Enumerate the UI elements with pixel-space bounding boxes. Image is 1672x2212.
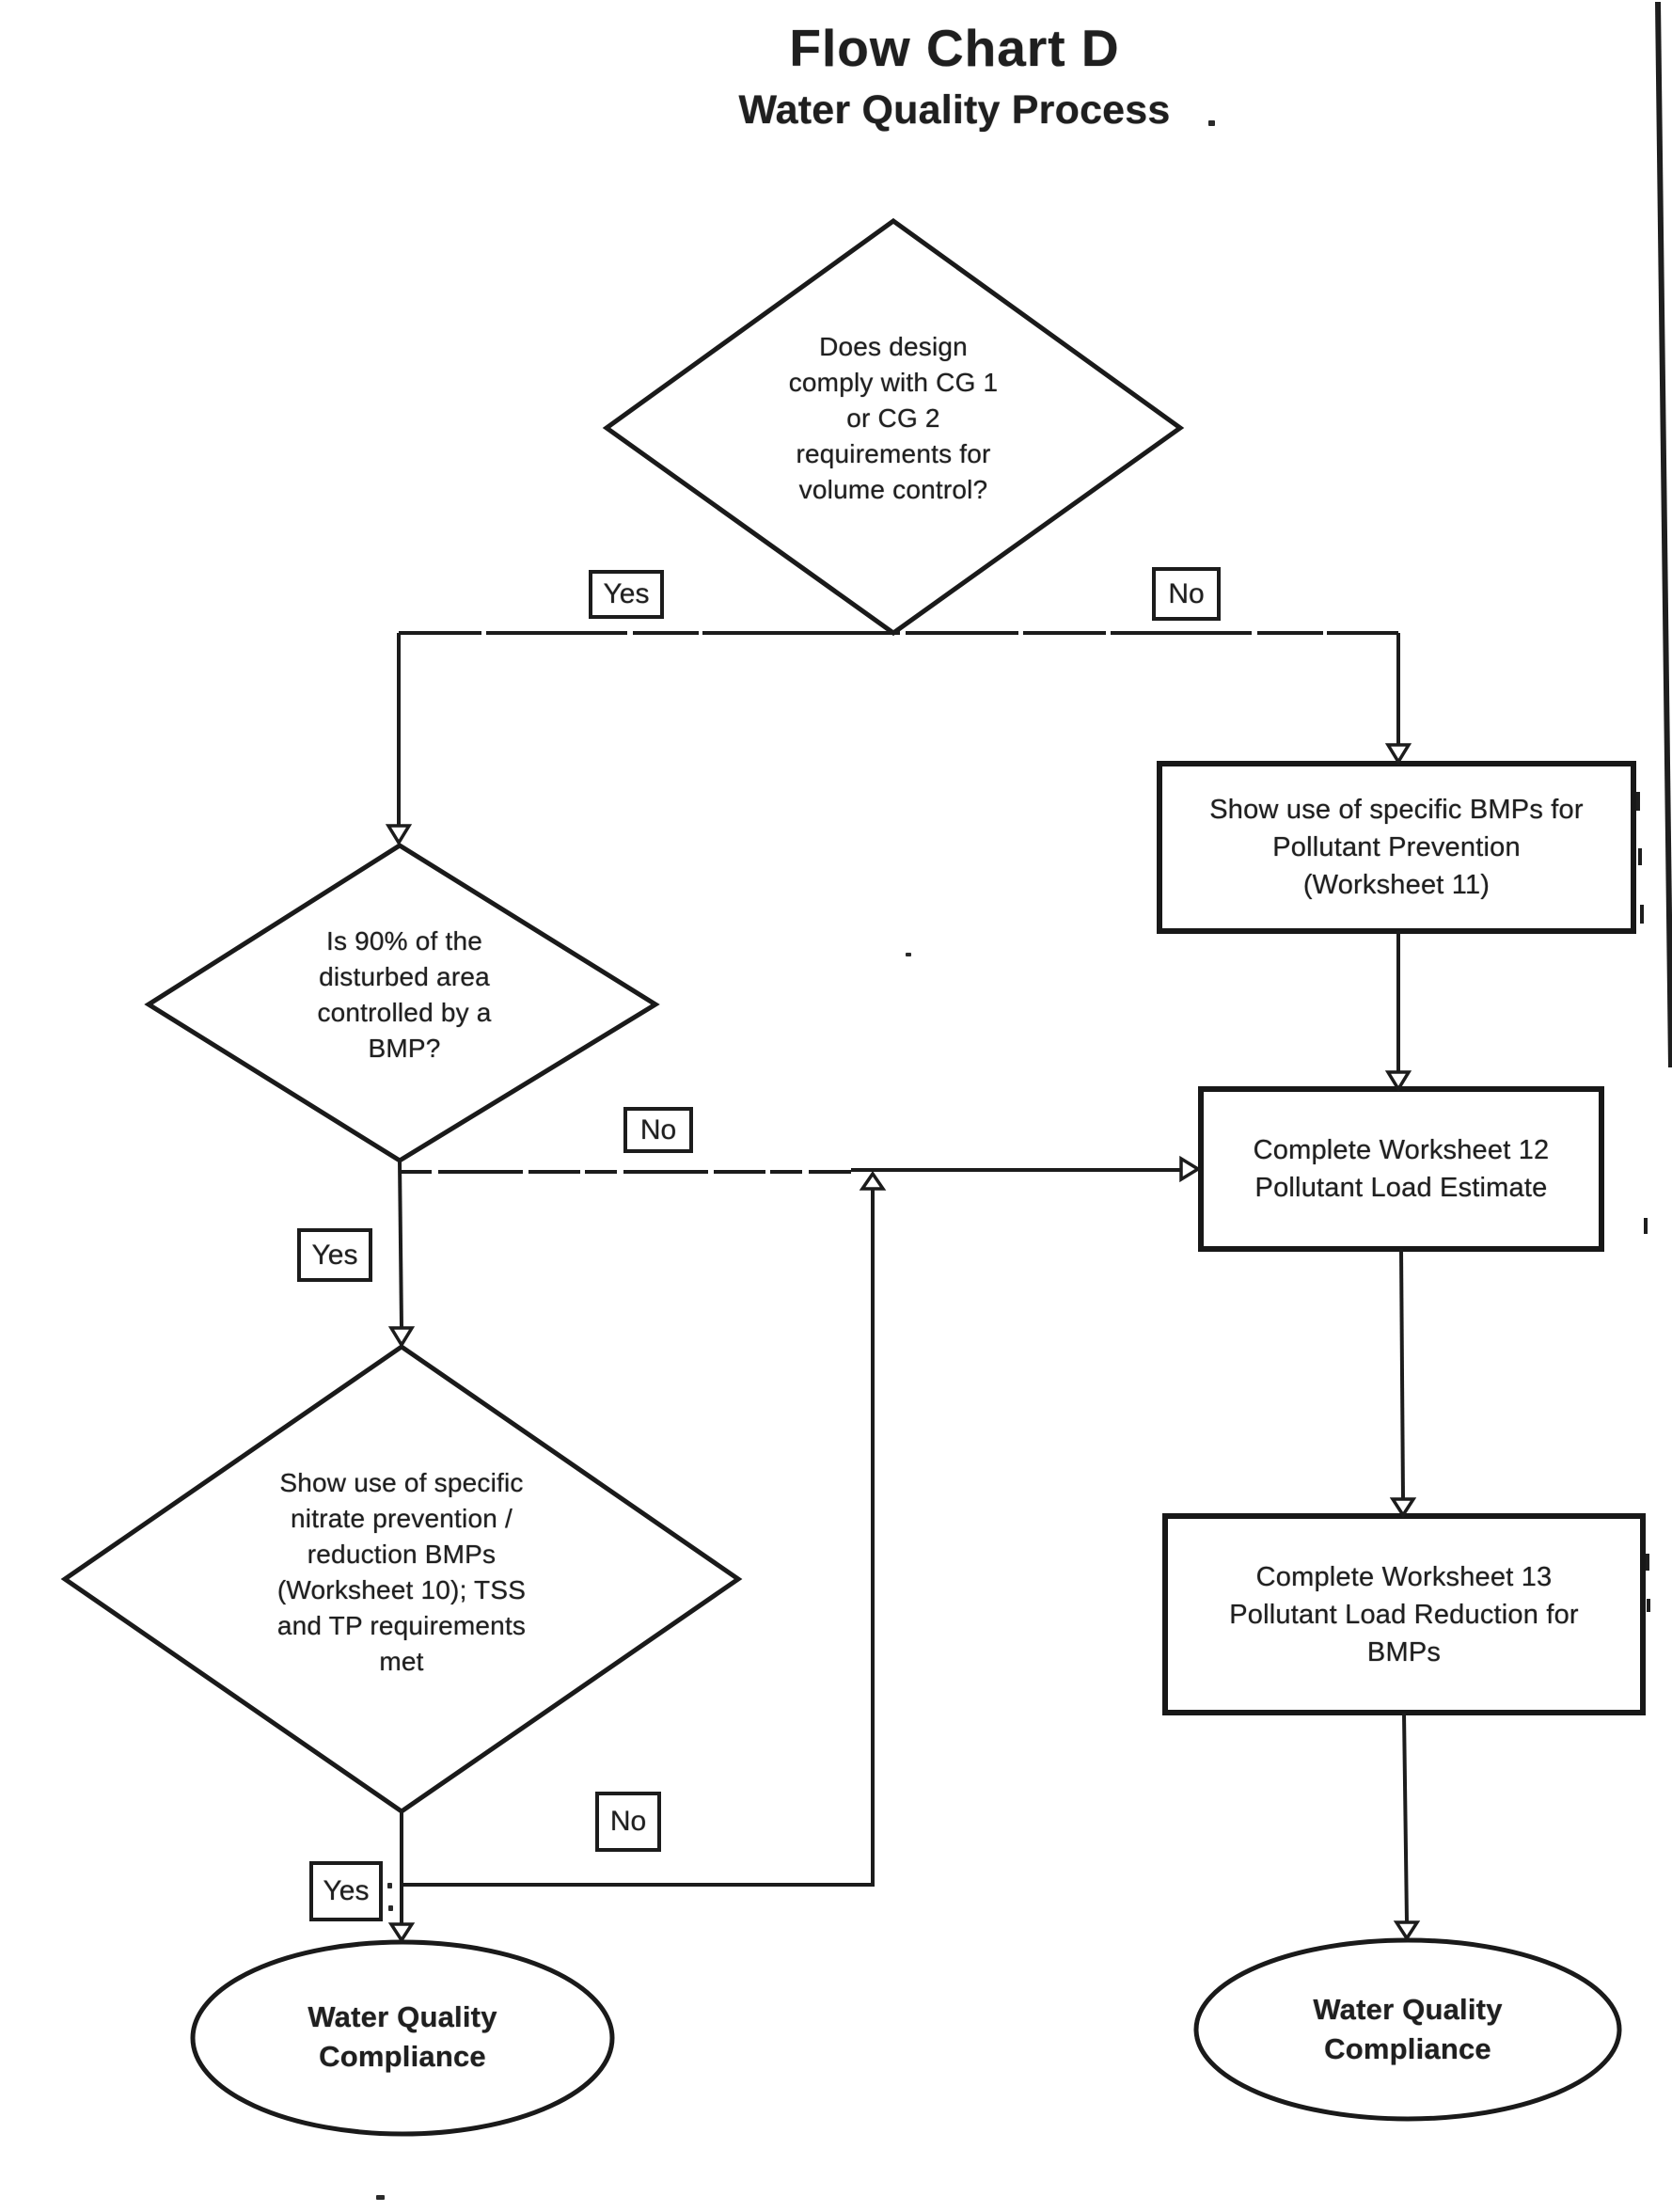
arrowhead-into-b2 (1384, 1070, 1412, 1093)
box-worksheet-13-line: Complete Worksheet 13 (1255, 1562, 1553, 1592)
decision-volume-control-text: Does design comply with CG 1 or CG 2 req… (696, 329, 1091, 508)
box-worksheet-11-line: Show use of specific BMPs for (1209, 795, 1584, 825)
compliance-right-line: Water Quality (1313, 1993, 1503, 2026)
connectors (397, 631, 1409, 1924)
scan-border-line (1655, 1, 1672, 1068)
arrowhead-into-e2 (1393, 1920, 1421, 1942)
scan-speck (376, 2195, 385, 2200)
page-title: Flow Chart D (789, 19, 1120, 77)
decision-volume-control-line: volume control? (798, 475, 988, 504)
compliance-left-line: Water Quality (308, 2000, 497, 2033)
label-d1-no: No (1152, 567, 1221, 621)
box-worksheet-11-line: (Worksheet 11) (1302, 870, 1491, 900)
compliance-left-line: Compliance (319, 2040, 486, 2073)
decision-90-percent-text: Is 90% of the disturbed area controlled … (226, 924, 583, 1066)
edge-d3-no-loop (402, 1189, 875, 1887)
ellipse-compliance-right (1193, 1937, 1622, 2122)
edge-b2-to-b3 (1399, 1248, 1405, 1500)
box-worksheet-13-text: Complete Worksheet 13 Pollutant Load Red… (1175, 1558, 1633, 1671)
arrowhead-into-b2-left (1179, 1155, 1202, 1183)
ellipse-compliance-left (190, 1939, 615, 2137)
decision-nitrate-bmps-line: (Worksheet 10); TSS (276, 1575, 527, 1604)
decision-nitrate-bmps-line: reduction BMPs (307, 1540, 497, 1569)
ellipse-compliance-right-text: Water Quality Compliance (1248, 1990, 1568, 2069)
arrowhead-into-d2 (385, 824, 413, 846)
decision-volume-control-line: or CG 2 (846, 403, 940, 433)
decision-nitrate-bmps-line: and TP requirements (276, 1611, 527, 1640)
label-d3-no: No (595, 1792, 661, 1852)
box-worksheet-12-line: Pollutant Load Estimate (1254, 1173, 1548, 1203)
ellipse-compliance-left-text: Water Quality Compliance (243, 1998, 562, 2077)
edge-b3-to-e2 (1402, 1712, 1409, 1923)
label-d3-yes: Yes (309, 1861, 383, 1921)
decision-volume-control-line: requirements for (796, 439, 991, 468)
label-d2-no: No (623, 1107, 693, 1153)
arrowhead-into-d3 (387, 1326, 416, 1349)
decision-90-percent-line: disturbed area (319, 962, 490, 991)
scan-speck (387, 1883, 392, 1888)
decision-90-percent-line: controlled by a (317, 998, 492, 1027)
scan-speck (906, 953, 911, 956)
decision-volume-control-line: comply with CG 1 (788, 368, 999, 397)
arrowhead-up-merge (859, 1170, 887, 1191)
box-worksheet-13-line: BMPs (1366, 1637, 1442, 1667)
box-worksheet-12-text: Complete Worksheet 12 Pollutant Load Est… (1210, 1131, 1592, 1207)
arrowhead-into-b3 (1389, 1497, 1417, 1519)
page-subtitle: Water Quality Process (738, 87, 1171, 133)
box-worksheet-12-line: Complete Worksheet 12 (1253, 1135, 1550, 1165)
arrowhead-into-e1 (387, 1922, 416, 1944)
scan-speck (1208, 120, 1215, 126)
arrowhead-into-b1 (1384, 743, 1412, 766)
terminator-ellipses (190, 1937, 1622, 2137)
scan-artifacts (1636, 1, 1672, 1612)
box-worksheet-13-line: Pollutant Load Reduction for (1229, 1600, 1579, 1630)
edge-d2-to-d3 (398, 1160, 403, 1329)
arrowheads (385, 743, 1421, 1944)
decision-nitrate-bmps-line: met (379, 1647, 424, 1676)
box-worksheet-11-text: Show use of specific BMPs for Pollutant … (1169, 791, 1624, 904)
decision-volume-control-line: Does design (819, 332, 968, 361)
label-d2-yes: Yes (297, 1228, 372, 1282)
decision-90-percent-line: BMP? (368, 1034, 441, 1063)
label-d1-yes: Yes (589, 570, 664, 619)
decision-nitrate-bmps-line: nitrate prevention / (291, 1504, 513, 1533)
decision-nitrate-bmps-line: Show use of specific (279, 1468, 524, 1497)
decision-nitrate-bmps-text: Show use of specific nitrate prevention … (185, 1465, 618, 1680)
scan-speck (388, 1905, 393, 1911)
box-worksheet-11-line: Pollutant Prevention (1272, 832, 1521, 862)
compliance-right-line: Compliance (1324, 2032, 1491, 2065)
decision-90-percent-line: Is 90% of the (325, 926, 483, 956)
